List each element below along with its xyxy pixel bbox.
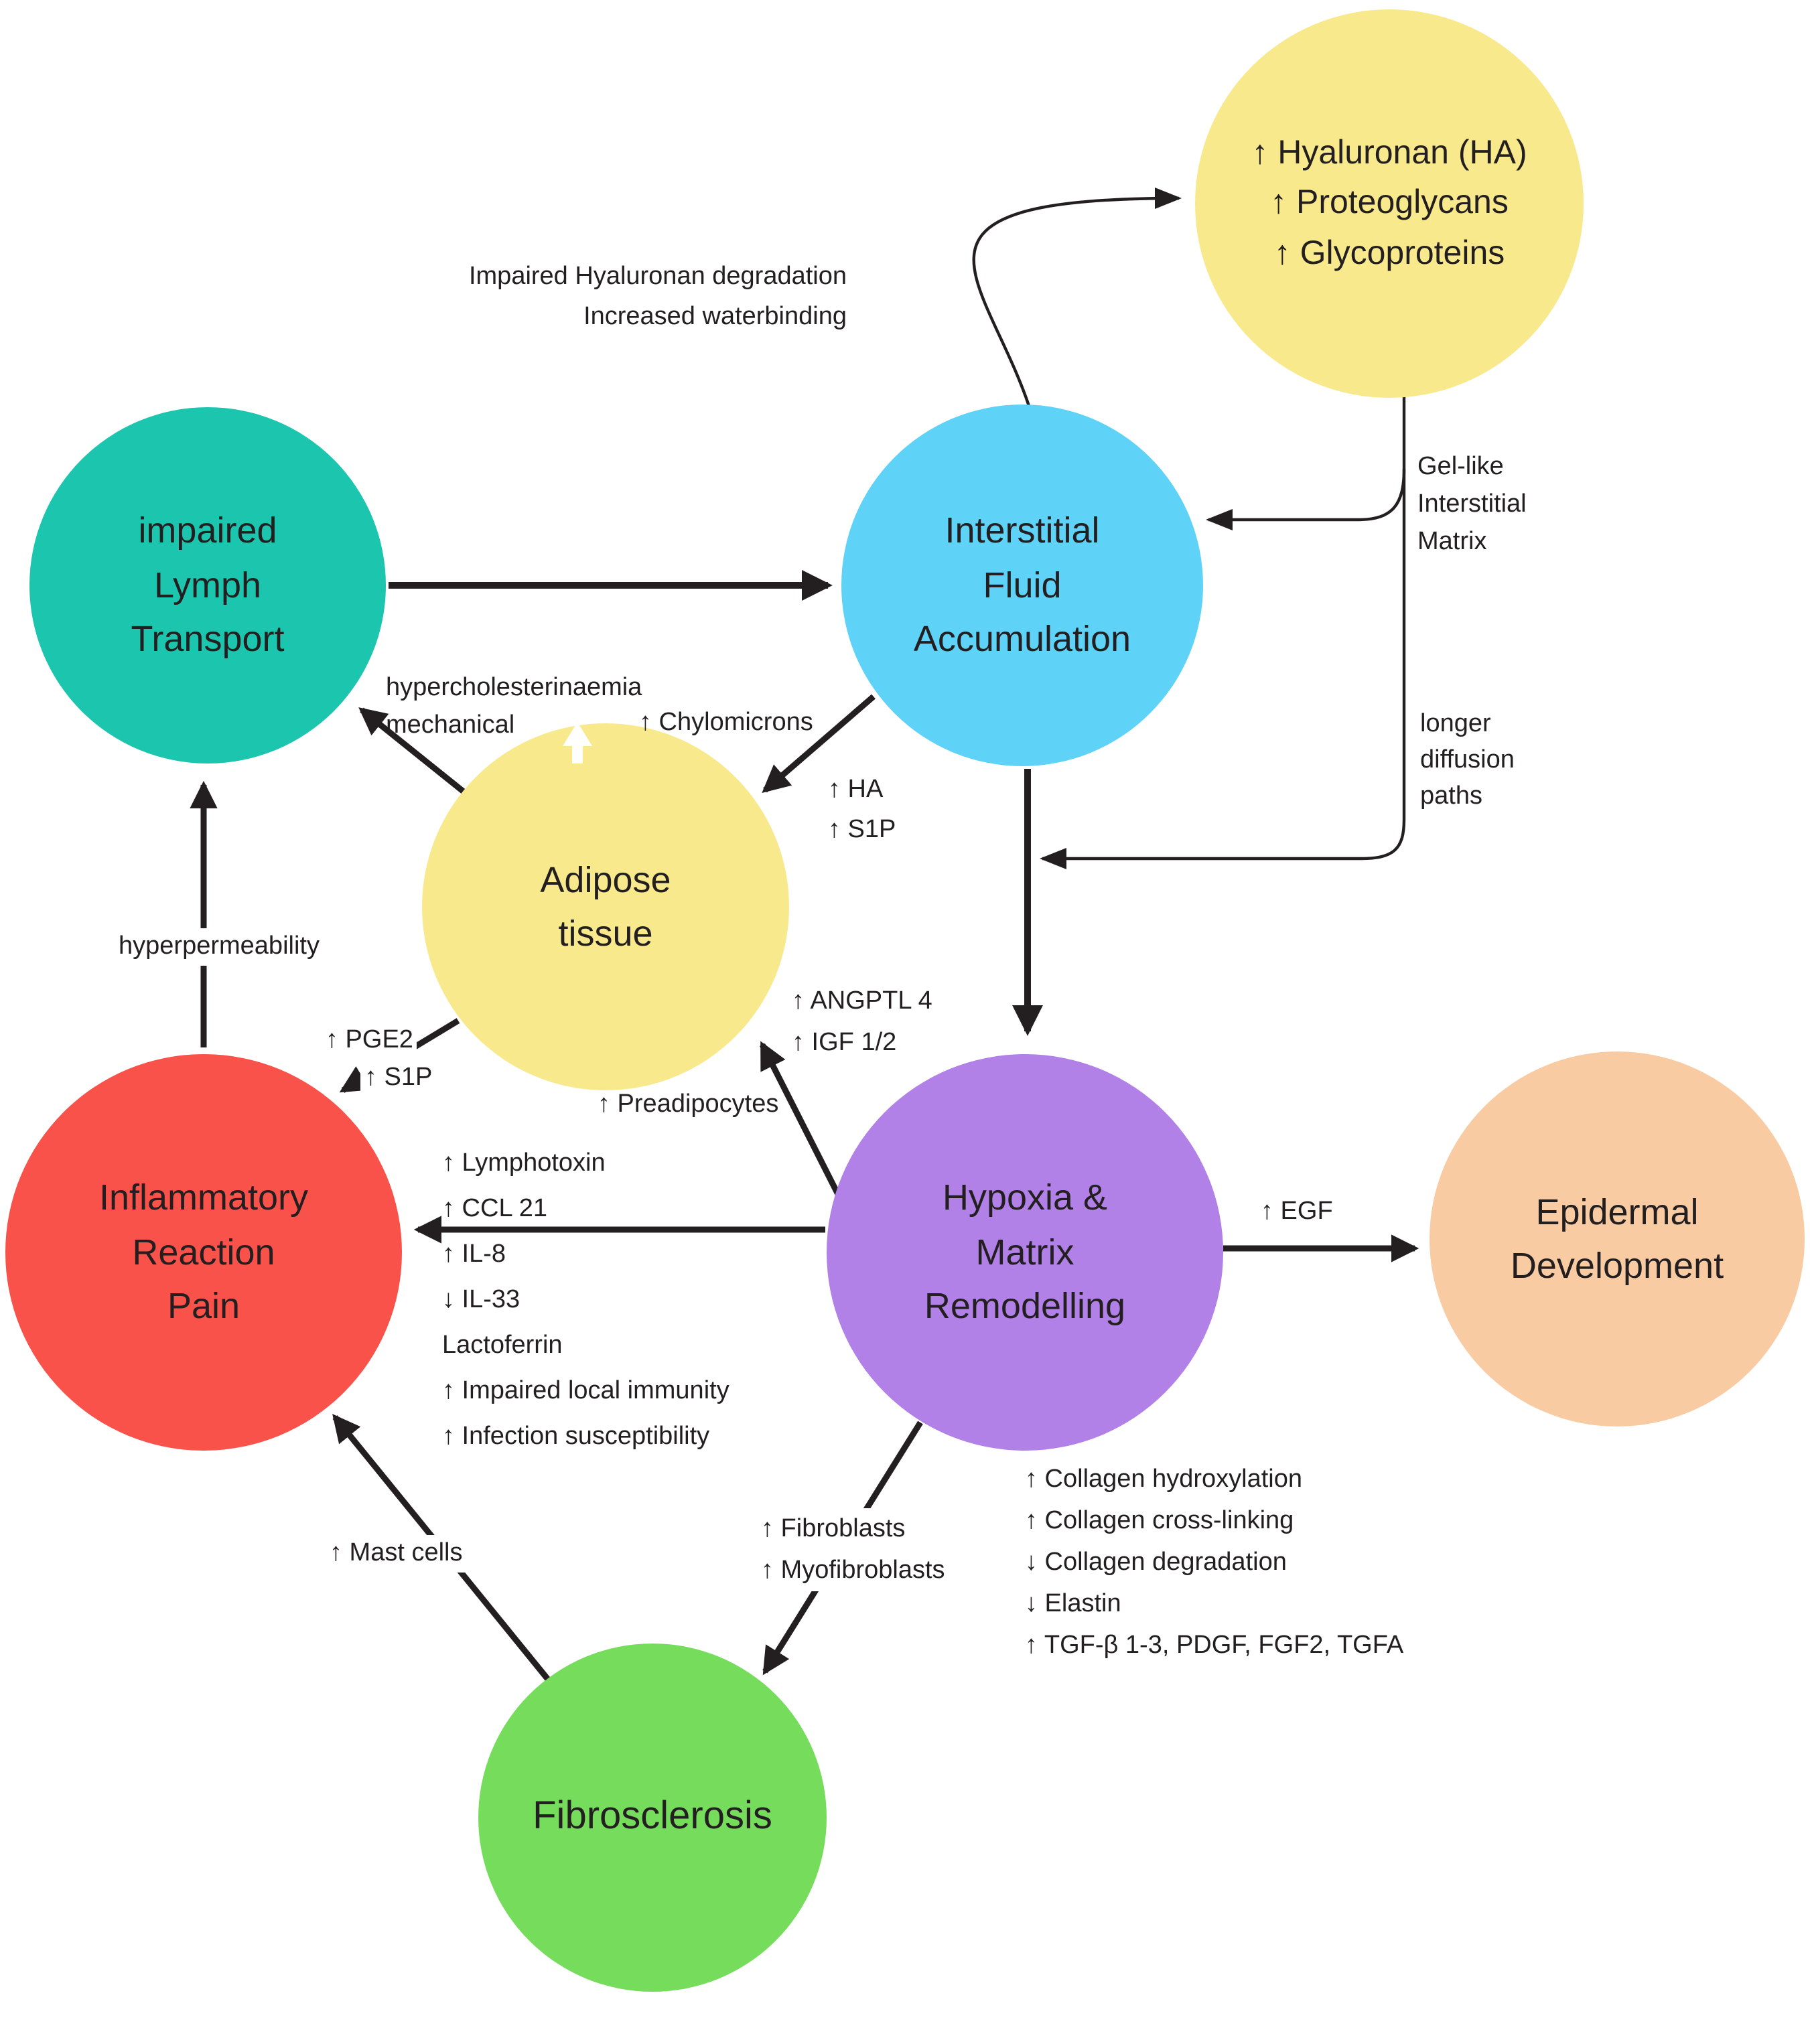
label-ha-s1p: ↑ HA ↑ S1P bbox=[828, 776, 896, 844]
label-impaired-hyaluronan-degradation: Impaired Hyaluronan degradation Increase… bbox=[468, 263, 847, 331]
node-inflammation-label: Inflammatory Reaction Pain bbox=[98, 1177, 309, 1327]
node-ecm-label: ↑ Hyaluronan (HA) ↑ Proteoglycans ↑ Glyc… bbox=[1251, 133, 1527, 272]
label-hypercholesterinaemia-mechanical: hypercholesterinaemia mechanical bbox=[386, 674, 642, 739]
label-chylomicrons: ↑ Chylomicrons bbox=[639, 709, 813, 737]
node-epidermal-development: Epidermal Development bbox=[1430, 1051, 1805, 1427]
node-lymph-label: impaired Lymph Transport bbox=[131, 510, 285, 660]
label-hyperpermeability: hyperpermeability bbox=[78, 928, 360, 966]
node-fibrosclerosis-label: Fibrosclerosis bbox=[533, 1795, 772, 1838]
label-longer-diffusion-paths: longer diffusion paths bbox=[1420, 710, 1515, 810]
arrow-ecm-longer-diffusion bbox=[1040, 396, 1406, 869]
white-up-arrow-icon bbox=[563, 722, 592, 763]
label-mast-cells: ↑ Mast cells bbox=[326, 1535, 467, 1573]
label-immune-effects-list: ↑ Lymphotoxin ↑ CCL 21 ↑ IL-8 ↓ IL-33 La… bbox=[442, 1149, 729, 1451]
node-fibrosclerosis: Fibrosclerosis bbox=[478, 1644, 827, 1992]
node-hypoxia-label: Hypoxia & Matrix Remodelling bbox=[924, 1177, 1126, 1327]
node-fluid-label: Interstitial Fluid Accumulation bbox=[913, 510, 1131, 660]
node-inflammatory-reaction-pain: Inflammatory Reaction Pain bbox=[5, 1054, 402, 1451]
label-fibroblasts-myofibroblasts: ↑ Fibroblasts ↑ Myofibroblasts bbox=[757, 1508, 949, 1591]
arrow-adipose-to-lymph bbox=[358, 707, 466, 794]
node-impaired-lymph-transport: impaired Lymph Transport bbox=[29, 407, 386, 763]
node-adipose-tissue: Adipose tissue bbox=[422, 723, 789, 1090]
label-pge2: ↑ PGE2 bbox=[322, 1022, 417, 1060]
node-ecm-components: ↑ Hyaluronan (HA) ↑ Proteoglycans ↑ Glyc… bbox=[1195, 9, 1584, 398]
node-interstitial-fluid-accumulation: Interstitial Fluid Accumulation bbox=[841, 405, 1203, 766]
label-gel-like-interstitial-matrix: Gel-like Interstitial Matrix bbox=[1417, 453, 1527, 556]
label-egf: ↑ EGF bbox=[1261, 1197, 1333, 1226]
label-matrix-effects-list: ↑ Collagen hydroxylation ↑ Collagen cros… bbox=[1025, 1465, 1404, 1660]
label-preadipocytes: ↑ Preadipocytes bbox=[598, 1090, 779, 1118]
arrow-fluid-to-adipose bbox=[762, 694, 876, 794]
arrow-fluid-to-ecm bbox=[972, 188, 1182, 407]
arrow-ecm-gel-like-to-fluid bbox=[1206, 468, 1406, 530]
label-angptl-igf: ↑ ANGPTL 4 ↑ IGF 1/2 bbox=[792, 987, 932, 1057]
label-s1p: ↑ S1P bbox=[360, 1060, 437, 1097]
node-adipose-label: Adipose tissue bbox=[540, 859, 671, 954]
node-hypoxia-matrix-remodelling: Hypoxia & Matrix Remodelling bbox=[827, 1054, 1223, 1451]
node-epidermal-label: Epidermal Development bbox=[1510, 1191, 1724, 1286]
